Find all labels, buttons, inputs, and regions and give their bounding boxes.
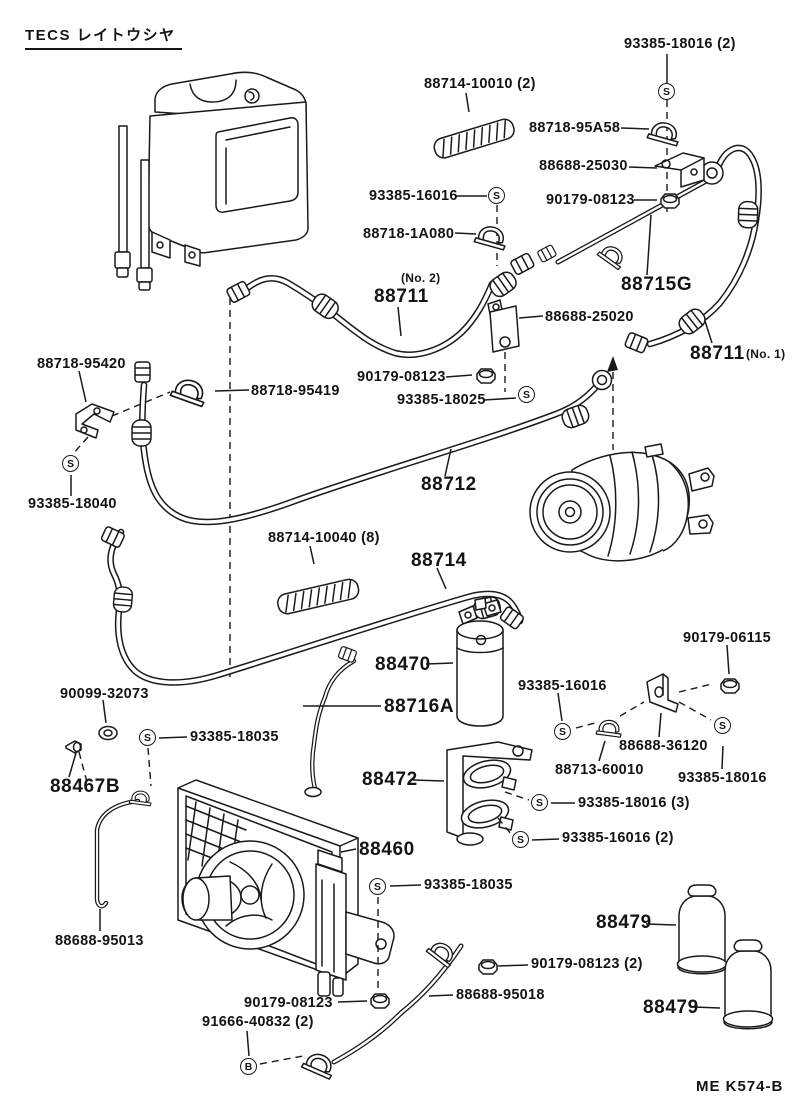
- symbol-marker-s-6: S: [554, 723, 571, 740]
- part-label-88688-25020: 88688-25020: [545, 309, 634, 325]
- part-label-88712: 88712: [421, 474, 477, 495]
- bracket-88688-25020: [487, 299, 520, 353]
- bracket-88688-25030: [654, 152, 705, 188]
- symbol-marker-s-7: S: [714, 717, 731, 734]
- part-label-90179-08123: 90179-08123: [357, 369, 446, 385]
- part-label-88714-10010-2: 88714-10010 (2): [424, 76, 536, 92]
- part-label-88467b: 88467B: [50, 776, 121, 797]
- part-label-88470: 88470: [375, 654, 431, 675]
- assembly-dashed-links: [71, 356, 713, 1065]
- part-label-93385-16016-2: 93385-16016 (2): [562, 830, 674, 846]
- part-label-93385-16016: 93385-16016: [518, 678, 607, 694]
- symbol-marker-s-10: S: [369, 878, 386, 895]
- suction-hose-88711-no2: [236, 275, 496, 359]
- refrigerant-bottle-2: [722, 939, 774, 1030]
- part-label-88472: 88472: [362, 769, 418, 790]
- part-label-90179-08123-2: 90179-08123 (2): [531, 956, 643, 972]
- pipe-clamps: [128, 120, 682, 1081]
- part-label-93385-18040: 93385-18040: [28, 496, 117, 512]
- part-label-90179-08123: 90179-08123: [244, 995, 333, 1011]
- symbol-marker-s-5: S: [139, 729, 156, 746]
- cooler-hose-88712: [139, 381, 600, 526]
- refrigerant-bottle-1: [676, 884, 728, 975]
- condenser-pipe-88688-95013: [94, 798, 141, 909]
- part-label-88718-95419: 88718-95419: [251, 383, 340, 399]
- condenser-pipe-88688-95018: [331, 943, 464, 1065]
- bracket-88718-95420: [75, 403, 115, 439]
- compressor: [529, 443, 715, 562]
- receiver-bracket-88472: [446, 741, 533, 846]
- cooler-pipe-88715g: [555, 177, 711, 265]
- part-label-90179-06115: 90179-06115: [683, 630, 771, 646]
- cooler-hose-88714: [107, 528, 524, 686]
- part-label-93385-18016: 93385-18016: [678, 770, 767, 786]
- bracket-88688-36120: [646, 673, 679, 713]
- symbol-marker-s-9: S: [512, 831, 529, 848]
- part-label-88688-25030: 88688-25030: [539, 158, 628, 174]
- part-label-93385-18035: 93385-18035: [424, 877, 513, 893]
- part-label-88688-95013: 88688-95013: [55, 933, 144, 949]
- part-label-90099-32073: 90099-32073: [60, 686, 149, 702]
- part-label-88711: 88711: [690, 343, 745, 364]
- part-label-93385-18025: 93385-18025: [397, 392, 486, 408]
- leader-lines: [68, 54, 730, 1057]
- part-label-88688-36120: 88688-36120: [619, 738, 708, 754]
- part-label-88460: 88460: [359, 839, 415, 860]
- part-label-88714: 88714: [411, 550, 467, 571]
- part-label-93385-18016-3: 93385-18016 (3): [578, 795, 690, 811]
- part-label-88718-95420: 88718-95420: [37, 356, 126, 372]
- part-label-88718-1a080: 88718-1A080: [363, 226, 455, 242]
- part-label-no-1: (No. 1): [746, 347, 786, 361]
- part-label-88479: 88479: [643, 997, 699, 1018]
- receiver-drier: [456, 597, 504, 727]
- part-label-88479: 88479: [596, 912, 652, 933]
- evaporator-unit: [114, 71, 309, 291]
- part-label-91666-40832-2: 91666-40832 (2): [202, 1014, 314, 1030]
- page-title: TECS レイトウシヤ: [25, 24, 182, 50]
- part-label-88718-95a58: 88718-95A58: [529, 120, 621, 136]
- symbol-marker-s-8: S: [531, 794, 548, 811]
- symbol-marker-s-4: S: [518, 386, 535, 403]
- part-label-88716a: 88716A: [384, 696, 455, 717]
- symbol-marker-s-2: S: [488, 187, 505, 204]
- part-label-88715g: 88715G: [621, 274, 693, 295]
- stud-88714-10010: [431, 116, 518, 161]
- stud-88714-10040: [275, 576, 362, 617]
- part-label-no-2: (No. 2): [401, 271, 441, 285]
- part-label-88714-10040-8: 88714-10040 (8): [268, 530, 380, 546]
- part-label-88713-60010: 88713-60010: [555, 762, 644, 778]
- symbol-marker-s-1: S: [658, 83, 675, 100]
- part-label-88711: 88711: [374, 286, 429, 307]
- part-label-93385-18016-2: 93385-18016 (2): [624, 36, 736, 52]
- construction-dashed-lines: [229, 100, 668, 680]
- liquid-pipe-88716a: [304, 658, 357, 798]
- figure-code: ME K574-B: [696, 1078, 784, 1095]
- condenser-assembly: [177, 779, 395, 997]
- part-label-88688-95018: 88688-95018: [456, 987, 545, 1003]
- part-label-93385-18035: 93385-18035: [190, 729, 279, 745]
- symbol-marker-s-3: S: [62, 455, 79, 472]
- symbol-marker-b-11: B: [240, 1058, 257, 1075]
- part-label-93385-16016: 93385-16016: [369, 188, 458, 204]
- part-label-90179-08123: 90179-08123: [546, 192, 635, 208]
- hose-fittings: [99, 161, 759, 664]
